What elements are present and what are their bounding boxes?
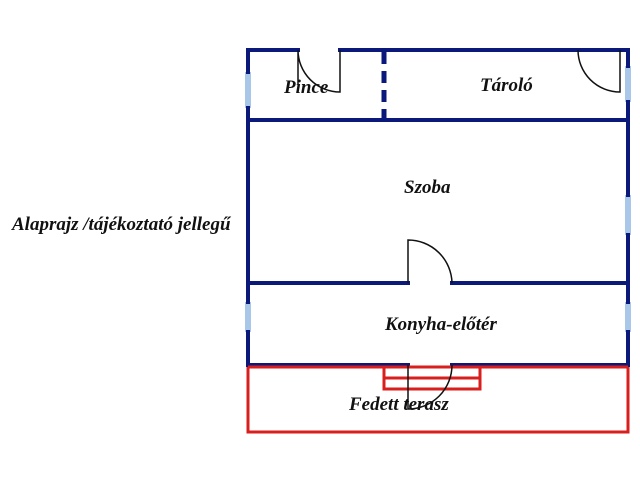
walls — [246, 48, 630, 367]
terrace-border — [246, 367, 630, 434]
door-szoba — [407, 239, 453, 284]
window-left-konyha — [245, 302, 251, 332]
plan-caption: Alaprajz /tájékoztató jellegű — [11, 214, 232, 235]
windows — [245, 66, 631, 332]
door-terasz — [407, 364, 453, 410]
window-right-konyha — [625, 302, 631, 332]
room-label-terasz: Fedett terasz — [348, 394, 449, 415]
room-label-szoba: Szoba — [404, 177, 451, 198]
window-right-upper — [625, 66, 631, 102]
room-label-konyha: Konyha-előtér — [384, 314, 497, 335]
door-pince — [297, 49, 341, 93]
doors — [297, 49, 621, 410]
window-right-szoba — [625, 195, 631, 235]
door-tarolo — [577, 49, 621, 93]
terrace-outline — [246, 365, 630, 434]
room-label-pince: Pince — [283, 77, 329, 98]
window-left-upper — [245, 72, 251, 108]
room-label-tarolo: Tároló — [480, 75, 533, 96]
